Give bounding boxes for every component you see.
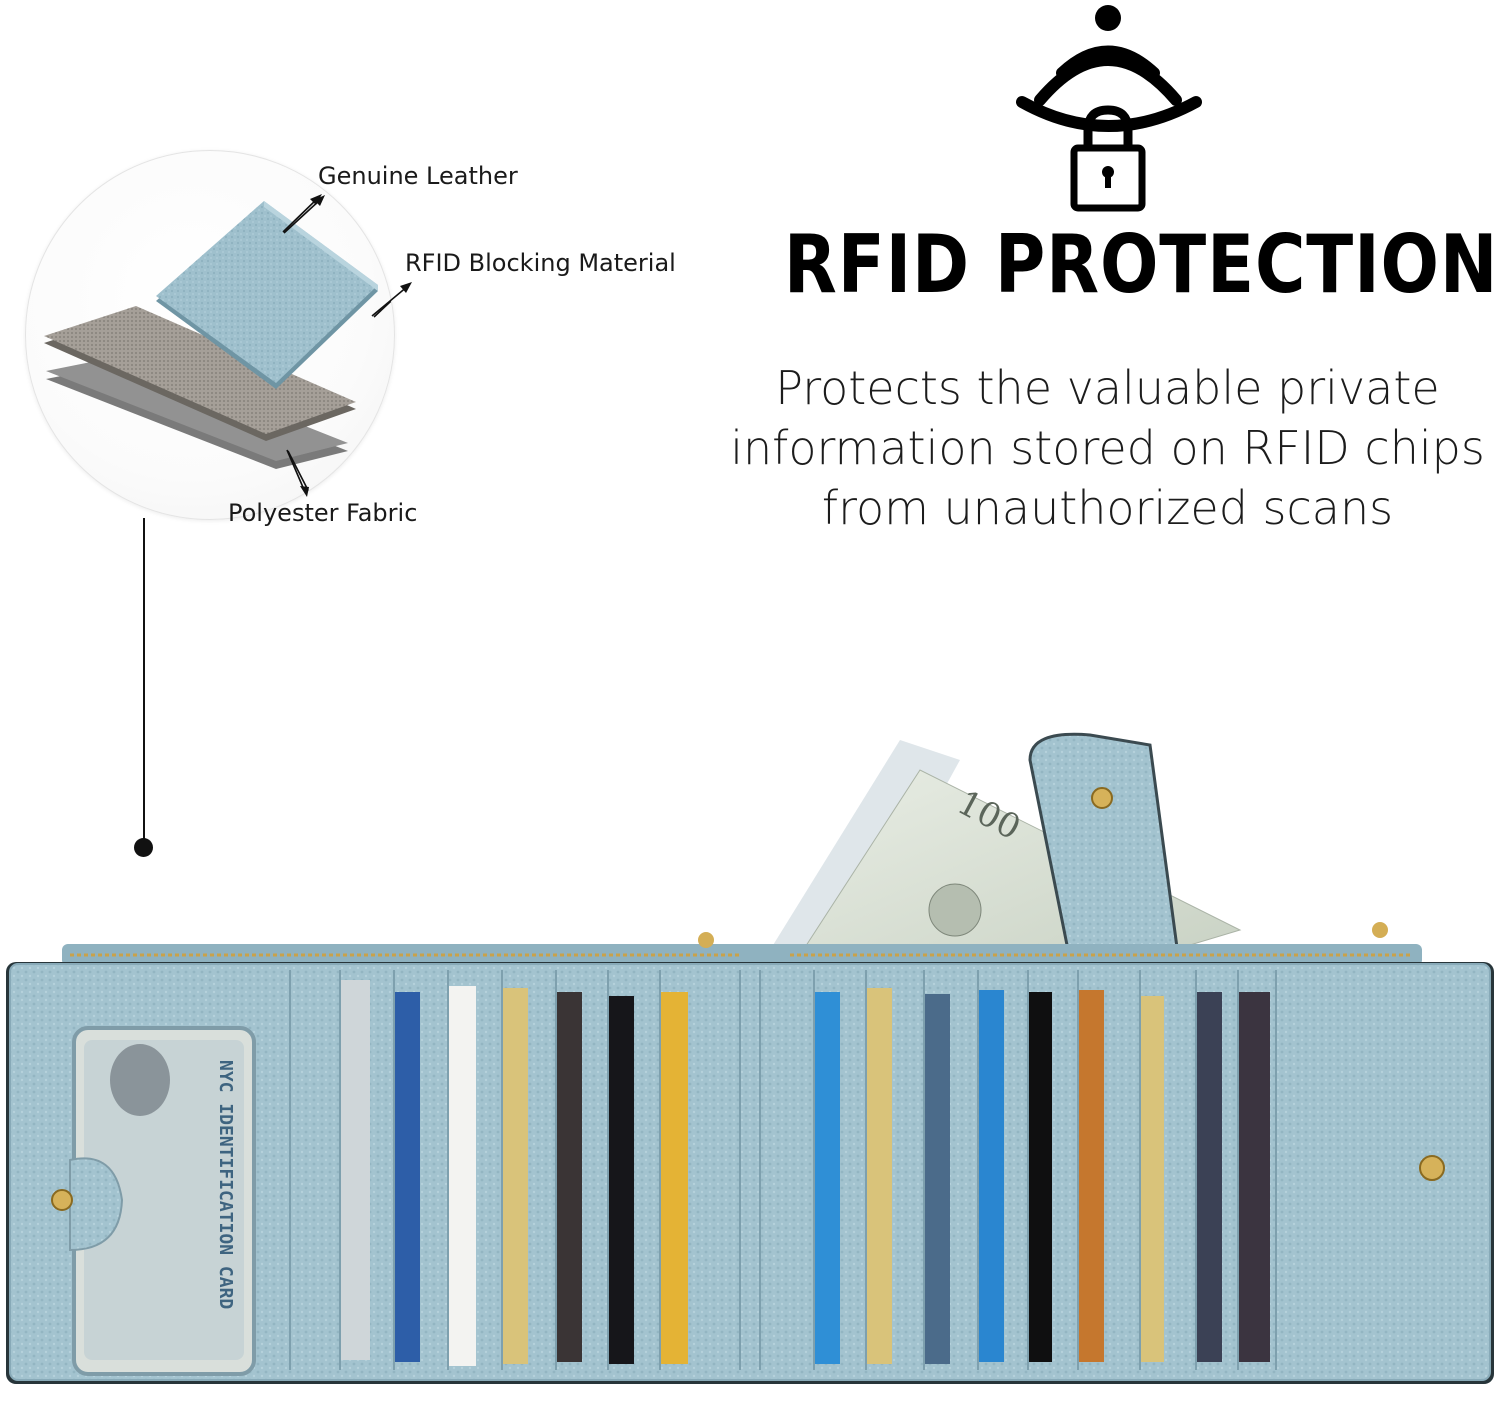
description-line: information stored on RFID chips	[730, 421, 1485, 475]
outer-arrows	[282, 194, 412, 497]
callout-leader-line	[143, 518, 145, 848]
id-window: NYC IDENTIFICATION CARD	[51, 1026, 256, 1376]
rfid-blocking-layer	[44, 306, 356, 441]
layer-stack-graphic	[44, 195, 394, 497]
wallet-body	[9, 963, 1491, 1381]
snap-tab	[1028, 732, 1182, 972]
zipper-pull	[1372, 922, 1388, 938]
rfid-protection-description: Protects the valuable private informatio…	[715, 358, 1500, 538]
description-line: Protects the valuable private	[775, 361, 1440, 415]
description-line: from unauthorized scans	[821, 481, 1394, 535]
polyester-fabric-label: Polyester Fabric	[228, 499, 418, 527]
card-slots-right	[759, 970, 1445, 1370]
rfid-blocking-material-label: RFID Blocking Material	[405, 249, 676, 277]
genuine-leather-label: Genuine Leather	[318, 162, 518, 190]
open-wallet-illustration: 100 NYC IDENTIFICATION CARD	[6, 732, 1494, 1384]
snap-button	[1419, 1155, 1445, 1181]
zipper-strip	[62, 944, 1422, 966]
zipper-pull	[698, 932, 714, 948]
rfid-protection-title: RFID PROTECTION	[783, 218, 1499, 311]
svg-text:NYC IDENTIFICATION CARD: NYC IDENTIFICATION CARD	[215, 1060, 236, 1309]
material-layers-illustration	[25, 150, 395, 520]
callout-dot	[134, 838, 153, 857]
wifi-lock-icon	[1016, 5, 1202, 212]
card-slots-left	[289, 970, 741, 1370]
